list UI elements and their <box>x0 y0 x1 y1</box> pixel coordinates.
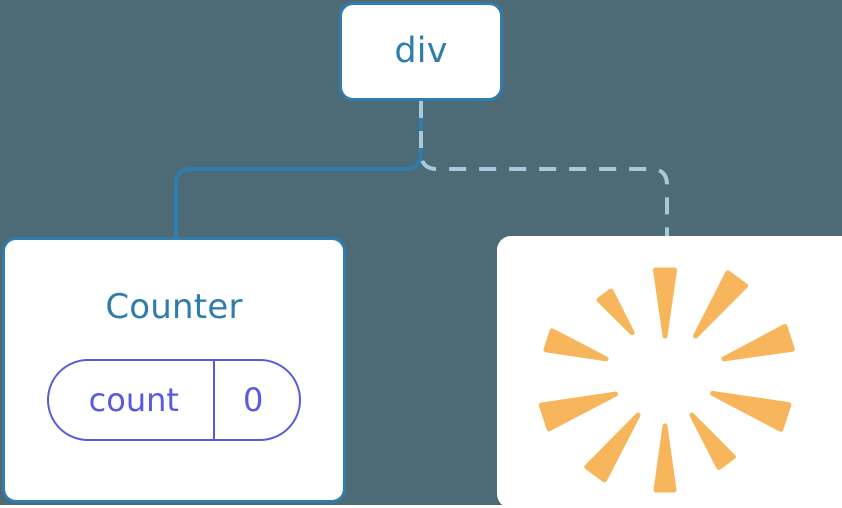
prop-key-label: count <box>88 381 179 419</box>
sparkle-ray-2 <box>721 323 795 362</box>
sparkle-ray-3 <box>710 390 792 432</box>
sparkle-burst-icon <box>538 267 795 493</box>
node-div-label: div <box>394 31 448 71</box>
node-counter-title: Counter <box>105 287 243 327</box>
sparkle-ray-8 <box>543 328 609 362</box>
sparkle-ray-9 <box>596 288 635 336</box>
sparkle-ray-group <box>538 267 795 493</box>
edge-div-to-counter <box>174 101 423 237</box>
node-sparkle[interactable] <box>497 236 842 508</box>
node-div[interactable]: div <box>339 2 503 101</box>
sparkle-ray-1 <box>693 270 749 339</box>
node-counter[interactable]: Counter count 0 <box>2 237 346 503</box>
edge-div-to-sparkle <box>419 101 669 236</box>
sparkle-ray-0 <box>653 267 677 339</box>
sparkle-ray-5 <box>653 423 677 493</box>
prop-pill-count[interactable]: count 0 <box>46 359 302 441</box>
sparkle-ray-7 <box>538 391 619 432</box>
sparkle-ray-6 <box>584 412 641 483</box>
sparkle-ray-4 <box>689 412 736 470</box>
prop-value-label: 0 <box>212 361 299 439</box>
